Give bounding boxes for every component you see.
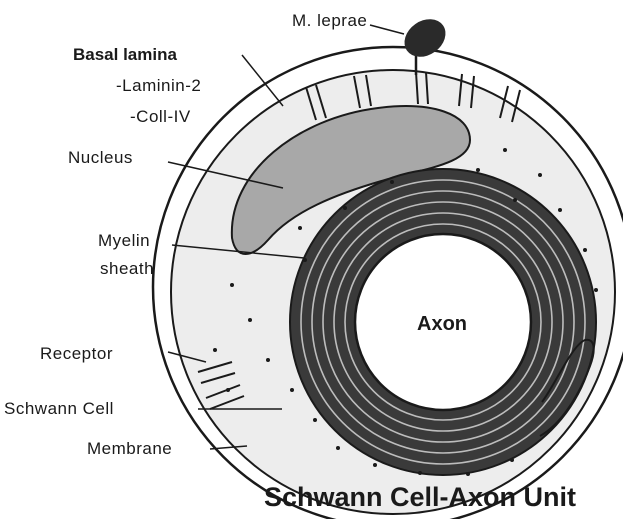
label-nucleus: Nucleus: [68, 148, 133, 167]
label-coll: -Coll-IV: [130, 107, 191, 126]
label-m-leprae: M. leprae: [292, 11, 367, 30]
figure-caption: Schwann Cell-Axon Unit: [264, 482, 576, 512]
label-myelin: Myelin: [98, 231, 150, 250]
label-laminin: -Laminin-2: [116, 76, 201, 95]
label-axon: Axon: [417, 313, 467, 335]
label-schwann-cell: Schwann Cell: [4, 399, 114, 418]
m-leprae-bacterium: [397, 11, 453, 64]
label-membrane: Membrane: [87, 439, 172, 458]
label-receptor: Receptor: [40, 344, 113, 363]
label-basal-lamina: Basal lamina: [73, 45, 177, 64]
label-sheath: sheath: [100, 259, 154, 278]
